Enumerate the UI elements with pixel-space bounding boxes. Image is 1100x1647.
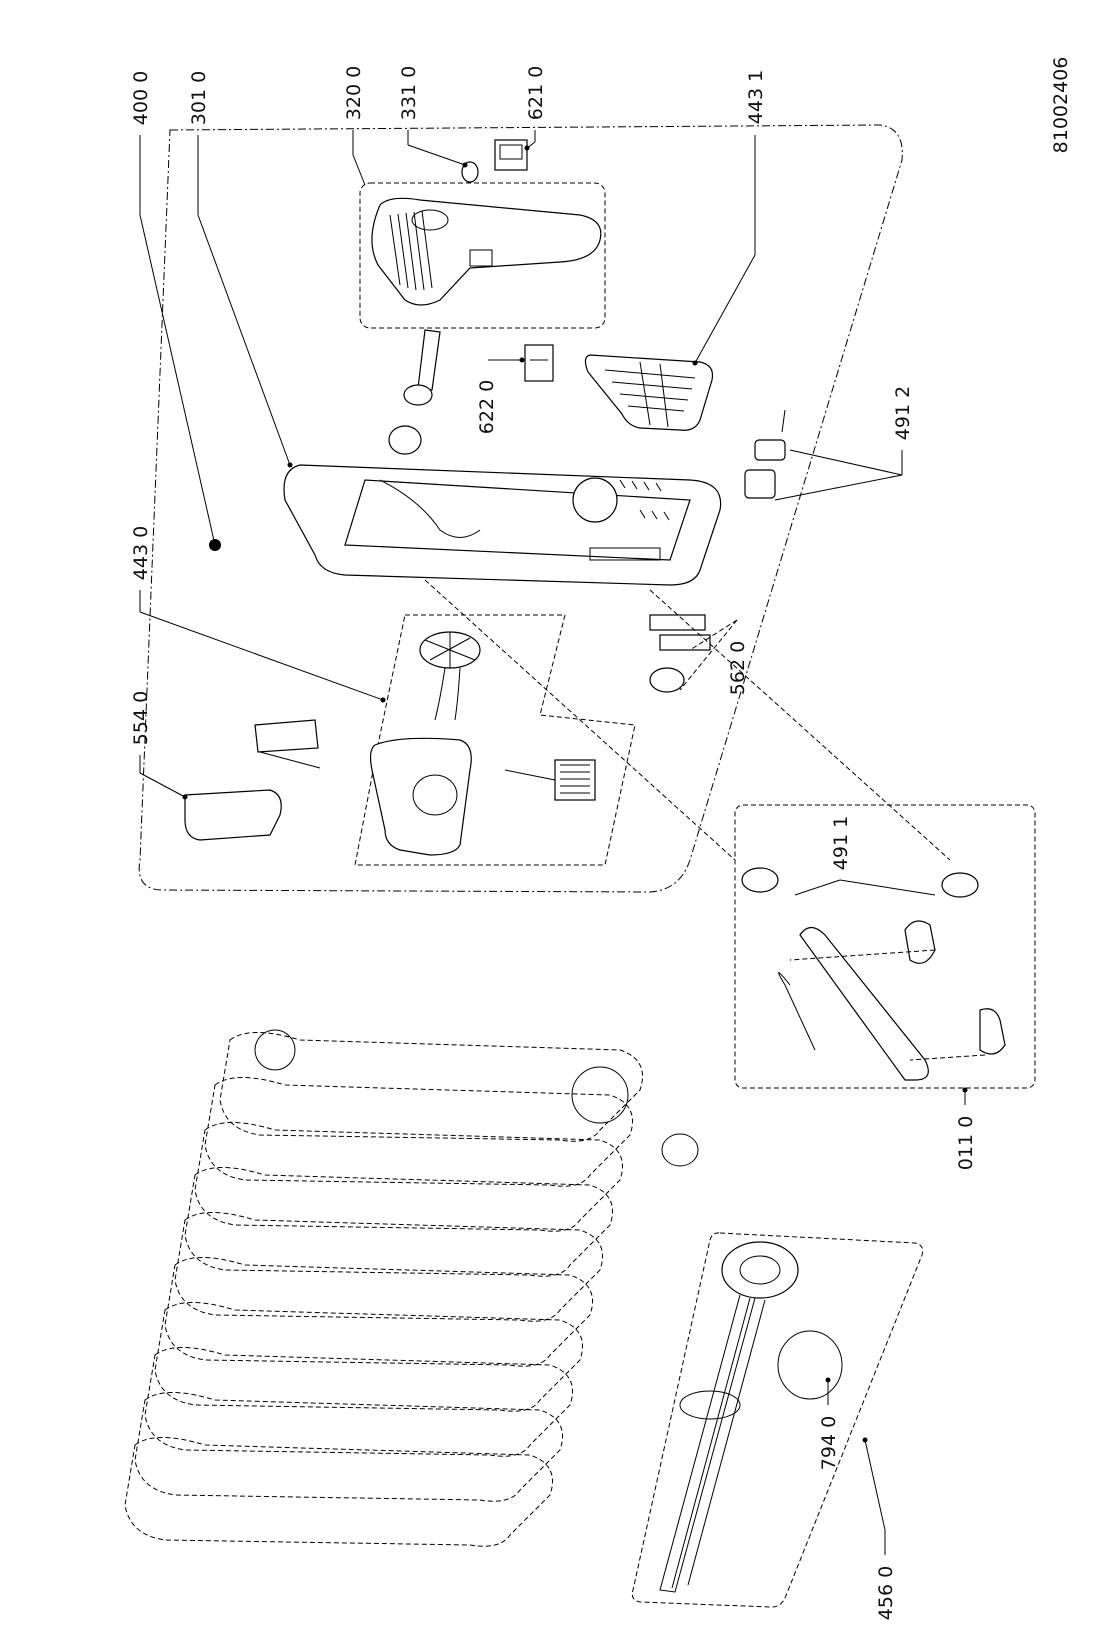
label-320-0: 320 0 <box>343 66 365 120</box>
radiator-fins-part <box>124 1029 699 1547</box>
shaft-part <box>388 329 441 455</box>
label-491-2: 491 2 <box>892 386 914 440</box>
relay-554-part <box>184 719 321 841</box>
fan-assembly-part <box>369 631 596 856</box>
feet-assembly-part <box>741 867 1006 1081</box>
label-562-0: 562 0 <box>727 641 749 695</box>
label-456-0: 456 0 <box>875 1566 897 1620</box>
clip-491-2-part <box>744 409 786 499</box>
switch-622-part <box>524 344 554 382</box>
label-443-0: 443 0 <box>130 526 152 580</box>
heating-element-part <box>659 1241 843 1593</box>
label-621-0: 621 0 <box>525 66 547 120</box>
switch-621-part <box>494 139 528 171</box>
label-011-0: 011 0 <box>955 1116 977 1170</box>
label-794-0: 794 0 <box>818 1416 840 1470</box>
thermostat-562-part <box>649 614 711 693</box>
group-400-boundary <box>138 124 903 893</box>
grille-part <box>584 354 714 431</box>
label-301-0: 301 0 <box>188 71 210 125</box>
group-320-boundary <box>359 182 606 329</box>
label-622-0: 622 0 <box>476 380 498 434</box>
group-456-boundary <box>631 1232 924 1608</box>
drawing-id: 81002406 <box>1050 57 1072 154</box>
label-400-0: 400 0 <box>130 71 152 125</box>
label-491-1: 491 1 <box>830 816 852 870</box>
leader-lines <box>139 130 968 1555</box>
label-554-0: 554 0 <box>130 691 152 745</box>
control-panel-part <box>371 197 602 306</box>
group-443-boundary <box>354 614 636 866</box>
label-443-1: 443 1 <box>745 70 767 124</box>
label-331-0: 331 0 <box>398 66 420 120</box>
housing-part <box>283 464 722 586</box>
